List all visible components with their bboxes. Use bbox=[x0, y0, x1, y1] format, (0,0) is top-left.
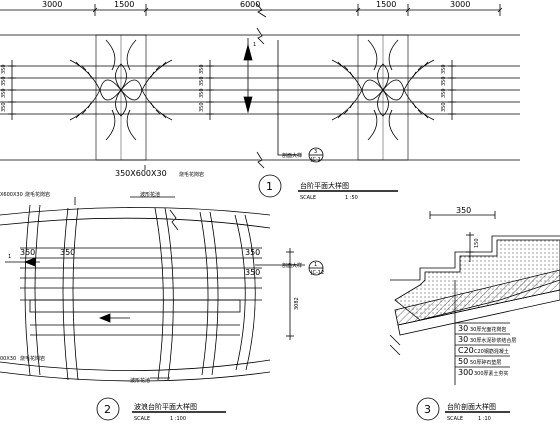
detail-2-number: 2 bbox=[104, 403, 111, 416]
callout-label: 剖面大样 bbox=[282, 152, 302, 159]
section-dim-right: 150 bbox=[474, 238, 480, 248]
dim-left-1: 350 bbox=[1, 64, 7, 74]
wave-callout-bottom: JC-12 bbox=[310, 270, 324, 276]
detail-2-title: 波浪台阶平面大样图 bbox=[134, 402, 197, 411]
dim-right-1: 350 bbox=[441, 64, 447, 74]
detail-1-title: 台阶平面大样图 bbox=[300, 181, 349, 190]
detail-3-title: 台阶剖面大样图 bbox=[447, 402, 496, 411]
note-bottom-left-suffix: 烧毛花岗岩 bbox=[20, 355, 45, 362]
stair-profile bbox=[390, 235, 560, 281]
callout-top: 3 bbox=[314, 149, 317, 155]
dim-top-4: 1500 bbox=[376, 0, 396, 9]
detail-2-wave-step-plan bbox=[0, 196, 324, 421]
dim-mid-1: 350 bbox=[199, 64, 205, 74]
detail-1-number-circle bbox=[258, 174, 282, 198]
dim-top-5: 3000 bbox=[450, 0, 470, 9]
layer-3-prefix: C20 bbox=[458, 346, 474, 355]
dim-right-2: 350 bbox=[441, 76, 447, 86]
layer-4-prefix: 50 bbox=[458, 357, 468, 366]
note-bottom-right: 波形花池 bbox=[130, 377, 150, 384]
dim-top-3: 6000 bbox=[240, 0, 260, 9]
wave-callout-label: 剖面大样 bbox=[282, 262, 302, 269]
dim-mid-2: 350 bbox=[199, 76, 205, 86]
layer-5-text: 300厚素土夯实 bbox=[474, 370, 509, 377]
callout-leader bbox=[277, 40, 302, 156]
detail-2-number-circle bbox=[96, 397, 120, 421]
wave-section-mark: 1 bbox=[8, 254, 11, 260]
planter-1 bbox=[69, 34, 173, 161]
section-mark-label: 1 bbox=[253, 42, 256, 48]
dim-right-3: 350 bbox=[441, 88, 447, 98]
wave-dim-4: 350 bbox=[245, 268, 260, 277]
section-dim-top: 350 bbox=[456, 206, 471, 215]
detail-3-number-circle bbox=[416, 397, 440, 421]
planter-2 bbox=[331, 34, 435, 161]
detail-3-scale-label: SCALE bbox=[447, 416, 463, 422]
layer-1-text: 30厚光面花岗岩 bbox=[470, 326, 506, 333]
dim-top-1: 3000 bbox=[42, 0, 62, 9]
dim-mid-3: 350 bbox=[199, 88, 205, 98]
note-top-left: X600X30 bbox=[0, 192, 23, 198]
layer-2-prefix: 30 bbox=[458, 335, 468, 344]
dim-left-3: 350 bbox=[1, 88, 7, 98]
callout-bottom: JC-1 bbox=[310, 157, 321, 163]
note-bottom-left: 00X30 bbox=[0, 356, 16, 362]
dim-top-2: 1500 bbox=[114, 0, 134, 9]
wave-callout-top: 1 bbox=[314, 262, 317, 268]
layer-5-prefix: 300 bbox=[458, 368, 473, 377]
dim-left-4: 350 bbox=[1, 102, 7, 112]
wave-dim-right: 3082 bbox=[294, 297, 300, 310]
layer-4-text: 50厚碎石垫层 bbox=[470, 359, 501, 366]
note-top-right: 波形花池 bbox=[140, 191, 160, 198]
detail-1-scale-label: SCALE bbox=[300, 195, 316, 201]
layer-1-prefix: 30 bbox=[458, 324, 468, 333]
wave-dim-3: 350 bbox=[245, 248, 260, 257]
dim-right-4: 350 bbox=[441, 102, 447, 112]
detail-2-scale-value: 1 :100 bbox=[170, 416, 186, 422]
dim-left-2: 350 bbox=[1, 76, 7, 86]
wave-dim-1: 350 bbox=[20, 248, 35, 257]
dim-mid-4: 350 bbox=[199, 102, 205, 112]
detail-3-scale-value: 1 :10 bbox=[478, 416, 491, 422]
detail-1-number: 1 bbox=[266, 180, 273, 193]
wave-dim-2: 350 bbox=[60, 248, 75, 257]
detail-2-scale-label: SCALE bbox=[134, 416, 150, 422]
layer-2-text: 30厚水泥砂浆结合层 bbox=[470, 337, 516, 344]
detail-1-step-plan bbox=[0, 2, 520, 198]
detail-3-number: 3 bbox=[424, 403, 431, 416]
paving-note: 350X600X30 bbox=[115, 169, 167, 178]
layer-3-text: C20钢筋混凝土 bbox=[474, 348, 509, 355]
detail-1-scale-value: 1 :50 bbox=[345, 195, 358, 201]
paving-note-suffix: 烧毛花岗岩 bbox=[179, 171, 204, 178]
note-top-left-suffix: 烧毛花岗岩 bbox=[25, 191, 50, 198]
detail-3-step-section bbox=[389, 211, 560, 421]
